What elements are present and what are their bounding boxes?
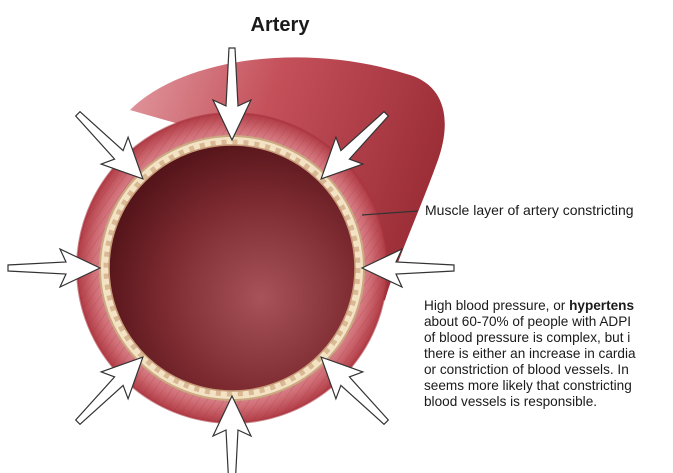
paragraph-line: there is either an increase in cardia [424,346,673,362]
hypertension-paragraph: High blood pressure, or hypertens about … [424,298,673,410]
lumen [109,145,355,391]
paragraph-line: of blood pressure is complex, but i [424,330,673,346]
arrow-top-left-icon [76,112,143,179]
arrow-bottom-right-icon [321,357,388,424]
paragraph-line: seems more likely that constricting [424,378,673,394]
paragraph-line: or constriction of blood vessels. In [424,362,673,378]
muscle-layer-callout: Muscle layer of artery constricting [425,202,634,218]
paragraph-line: blood vessels is responsible. [424,394,673,410]
arrow-bottom-left-icon [76,357,143,424]
hypertension-term: hypertens [569,298,634,313]
paragraph-line: about 60-70% of people with ADPI [424,314,673,330]
paragraph-line: High blood pressure, or hypertens [424,298,673,314]
